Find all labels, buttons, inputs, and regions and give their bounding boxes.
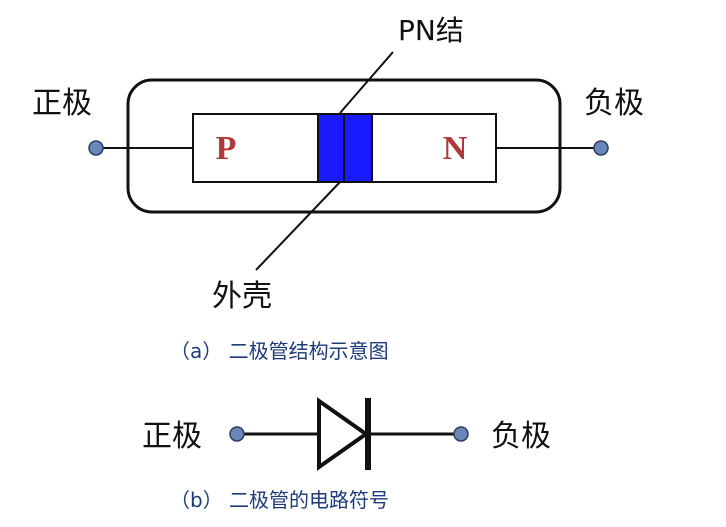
caption-b: （b） 二极管的电路符号 xyxy=(170,488,389,512)
case-label: 外壳 xyxy=(212,279,272,314)
anode-terminal xyxy=(88,140,104,156)
case-leader-line xyxy=(255,181,341,271)
symbol-cathode-terminal xyxy=(453,426,469,442)
diode-structure: P N PN结 正极 负极 外壳 xyxy=(32,14,644,314)
n-region-label: N xyxy=(443,130,468,167)
pn-junction-label: PN结 xyxy=(398,14,464,47)
cathode-label-a: 负极 xyxy=(584,86,644,121)
diode-symbol: 正极 负极 xyxy=(142,397,551,471)
cathode-terminal xyxy=(593,140,609,156)
p-region-label: P xyxy=(216,130,237,167)
anode-label-a: 正极 xyxy=(32,86,92,121)
pn-leader-line xyxy=(339,51,394,114)
symbol-anode-terminal xyxy=(229,426,245,442)
cathode-label-b: 负极 xyxy=(491,419,551,454)
anode-triangle xyxy=(317,397,370,471)
caption-a: （a） 二极管结构示意图 xyxy=(170,339,389,363)
anode-label-b: 正极 xyxy=(142,419,202,454)
